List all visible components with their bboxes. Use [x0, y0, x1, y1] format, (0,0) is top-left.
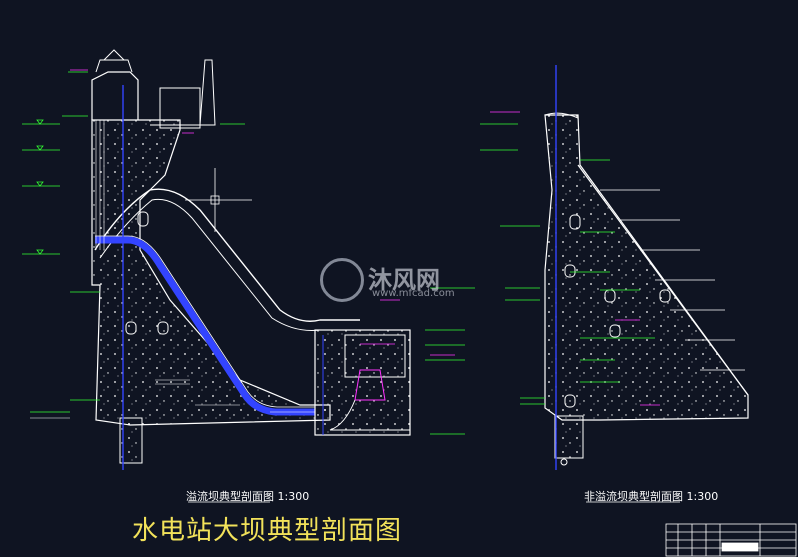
- spillway-chute: [94, 188, 360, 322]
- left-elevation-marks: [22, 71, 475, 435]
- non-overflow-dam-body: [544, 114, 749, 421]
- left-section-caption: 溢流坝典型剖面图 1:300: [186, 488, 309, 504]
- cad-pickbox: [210, 195, 220, 205]
- right-elevation-marks: [480, 123, 655, 405]
- left-annotation-marks: [70, 69, 455, 356]
- grout-curtain-left: [119, 417, 143, 464]
- generator-hall: [344, 334, 406, 378]
- left-section-caption-text: 溢流坝典型剖面图 1:300: [186, 490, 310, 503]
- right-annotation-marks: [490, 111, 660, 406]
- gallery-r4: [659, 289, 671, 303]
- gallery-r6: [564, 394, 576, 408]
- non-overflow-dam-section: [544, 65, 749, 470]
- gantry-crane: [95, 49, 133, 73]
- slope-hatch: [600, 189, 745, 371]
- gallery-2: [125, 321, 137, 335]
- gallery-r2: [564, 264, 576, 278]
- dam-crest: [544, 112, 579, 119]
- spillway-dam-body: [91, 119, 331, 426]
- watermark-url: www.mfcad.com: [372, 288, 455, 299]
- watermark-name: 沐风网: [368, 266, 440, 294]
- powerhouse: [314, 329, 411, 436]
- turbine-unit: [354, 369, 386, 401]
- draft-tube: [329, 399, 410, 431]
- grout-curtain-right: [554, 415, 584, 459]
- left-dimension-bars: [30, 379, 315, 419]
- gallery-r5: [609, 324, 621, 338]
- hoist-tower: [91, 71, 139, 120]
- cad-crosshair: [185, 168, 252, 232]
- gate-chamber: [159, 87, 201, 129]
- axis-end-marker: [560, 458, 568, 466]
- spillway-chute-inner: [99, 198, 360, 331]
- penstock-outline: [95, 235, 315, 408]
- right-section-caption-text: 非溢流坝典型剖面图 1:300: [584, 490, 719, 503]
- penstock-pipe: [95, 236, 315, 416]
- page-title: 水电站大坝典型剖面图: [132, 516, 403, 546]
- gallery-3: [157, 321, 169, 335]
- powerhouse-frame: [314, 329, 411, 436]
- gallery-r1: [569, 214, 581, 230]
- spillway-dam-section: [91, 49, 411, 470]
- upstream-face-lines: [95, 120, 105, 250]
- watermark-logo-icon: [320, 258, 364, 302]
- intake-frame: [150, 59, 216, 126]
- gallery-1: [137, 211, 149, 227]
- right-section-caption: 非溢流坝典型剖面图 1:300: [584, 488, 718, 504]
- watermark: 沐风网 www.mfcad.com: [320, 258, 480, 306]
- title-block: [665, 523, 797, 557]
